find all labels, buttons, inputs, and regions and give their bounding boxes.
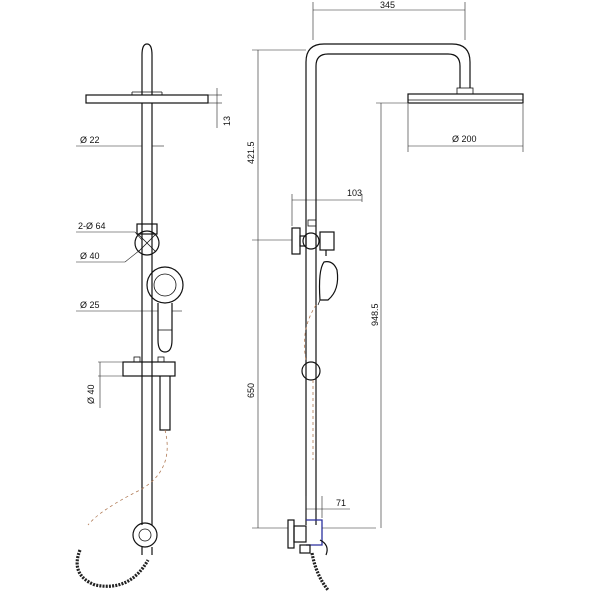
front-hand-shower-head bbox=[146, 266, 184, 304]
dim-h421: 421.5 bbox=[246, 141, 256, 164]
side-shower-head bbox=[407, 93, 524, 104]
side-arm-inner bbox=[315, 53, 461, 525]
front-hose bbox=[75, 549, 150, 588]
dim-d25: Ø 25 bbox=[80, 300, 100, 310]
side-hand-shower bbox=[318, 261, 339, 301]
dim-h13: 13 bbox=[222, 116, 232, 126]
dim-d22: Ø 22 bbox=[80, 135, 100, 145]
dim-w103: 103 bbox=[347, 188, 362, 198]
front-shower-head bbox=[85, 94, 209, 104]
dim-2-d64: 2-Ø 64 bbox=[78, 221, 106, 231]
front-hose-path bbox=[87, 429, 168, 526]
side-view: 345 421.5 103 Ø 200 948.5 650 71 bbox=[246, 0, 524, 591]
front-top-arm bbox=[141, 43, 153, 95]
front-hand-shower-handle bbox=[157, 303, 173, 353]
side-slide-bracket bbox=[301, 361, 321, 381]
side-diverter-valve bbox=[302, 232, 320, 250]
side-arm-outer bbox=[305, 43, 471, 525]
dim-d40-bracket: Ø 40 bbox=[86, 384, 96, 404]
front-bottom-elbow bbox=[132, 522, 158, 548]
dim-d200: Ø 200 bbox=[452, 134, 477, 144]
dim-w71: 71 bbox=[336, 498, 346, 508]
dim-w345: 345 bbox=[380, 0, 395, 10]
dim-h948: 948.5 bbox=[370, 303, 380, 326]
dim-h650: 650 bbox=[246, 383, 256, 398]
front-slide-bracket bbox=[122, 361, 176, 377]
side-bottom-outlet bbox=[306, 519, 323, 546]
side-bottom-valve bbox=[293, 525, 307, 543]
dim-d40-valve: Ø 40 bbox=[80, 251, 100, 261]
front-diverter-valve bbox=[134, 230, 160, 256]
front-view: Ø 22 2-Ø 64 Ø 40 Ø 25 Ø 40 13 bbox=[75, 43, 232, 588]
